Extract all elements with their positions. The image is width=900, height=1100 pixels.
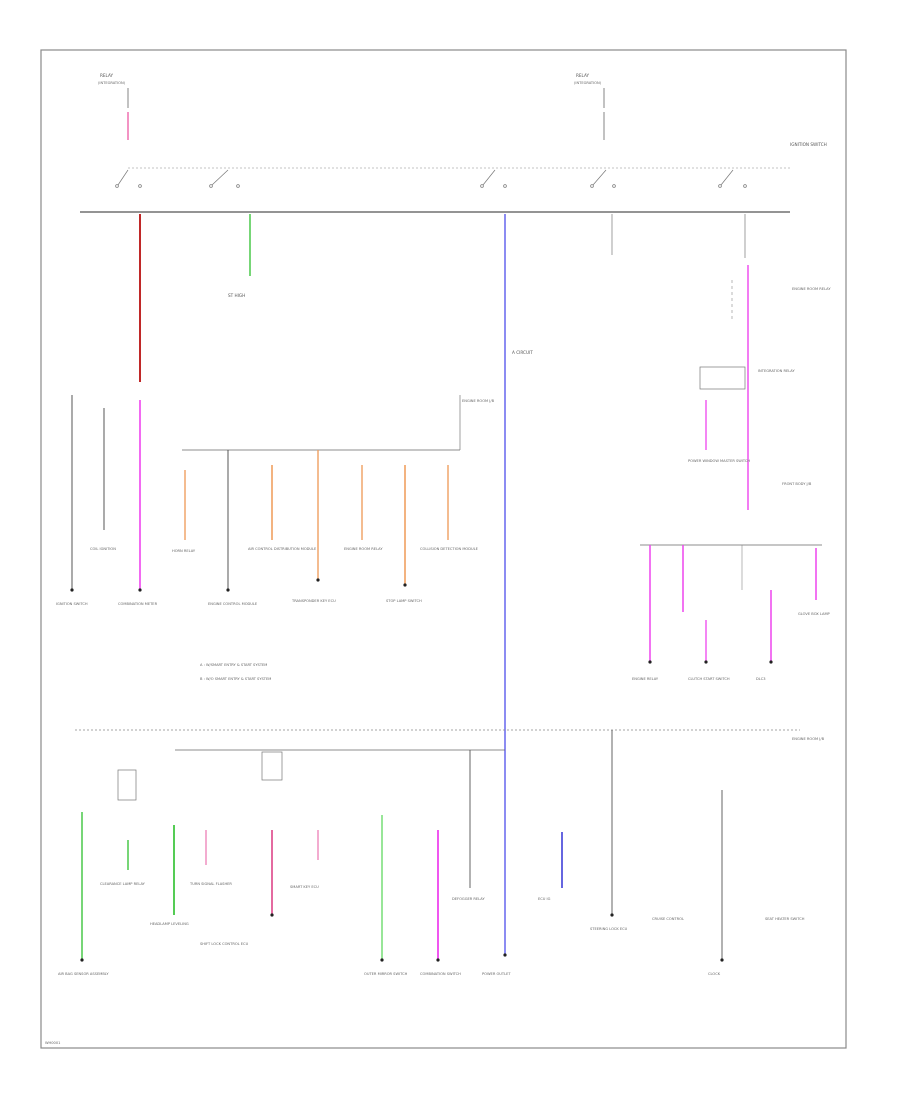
ignition-switch-label: IGNITION SWITCH <box>790 142 827 147</box>
bottom-load-1: CLEARANCE LAMP RELAY <box>100 882 146 886</box>
circuit-a-label: A CIRCUIT <box>512 350 533 355</box>
bottom-load-9: POWER OUTLET <box>482 972 511 976</box>
relay-left: RELAY (INTEGRATION) <box>98 73 129 140</box>
junction-right-top-label: ENGINE ROOM RELAY <box>792 287 831 291</box>
bottom-load-3: TURN SIGNAL FLASHER <box>189 882 232 886</box>
relay-left-sub: (INTEGRATION) <box>98 81 126 85</box>
legend-b: B : W/O SMART ENTRY & START SYSTEM <box>200 677 271 681</box>
junction-right-low-label: FRONT BODY J/B <box>782 482 812 486</box>
right-load-3: DLC3 <box>756 677 766 681</box>
bottom-load-5: SMART KEY ECU <box>290 885 319 889</box>
page-id: WH0001 <box>45 1041 60 1045</box>
bottom-load-14: SEAT HEATER SWITCH <box>765 917 805 921</box>
relay-right-sub: (INTEGRATION) <box>574 81 602 85</box>
left-load-labels: IGNITION SWITCH COIL IGNITION COMBINATIO… <box>56 547 479 606</box>
bottom-load-13: CLOCK <box>708 972 721 976</box>
bottom-load-4: SHIFT LOCK CONTROL ECU <box>200 942 249 946</box>
relay-right: RELAY (INTEGRATION) <box>574 73 605 140</box>
left-load-8: STOP LAMP SWITCH <box>386 599 422 603</box>
bottom-load-12: CRUISE CONTROL <box>652 917 684 921</box>
legend-a: A : W/SMART ENTRY & START SYSTEM <box>200 663 267 667</box>
right-load-2: CLUTCH START SWITCH <box>688 677 730 681</box>
bottom-load-labels: AIR BAG SENSOR ASSEMBLY CLEARANCE LAMP R… <box>58 882 805 976</box>
right-distribution: ENGINE ROOM RELAY INTEGRATION RELAY FRON… <box>640 265 831 662</box>
right-load-1: ENGINE RELAY <box>632 677 659 681</box>
right-load-labels: POWER WINDOW MASTER SWITCH ENGINE RELAY … <box>632 459 831 681</box>
left-load-4: ENGINE CONTROL MODULE <box>208 602 258 606</box>
bottom-load-2: HEADLAMP LEVELING <box>150 922 189 926</box>
diagram-frame <box>40 49 847 1049</box>
legend: A : W/SMART ENTRY & START SYSTEM B : W/O… <box>200 663 271 681</box>
left-load-7: ENGINE ROOM RELAY <box>344 547 383 551</box>
left-load-1: COIL IGNITION <box>90 547 116 551</box>
left-load-6: TRANSPONDER KEY ECU <box>291 599 336 603</box>
bottom-load-7: COMBINATION SWITCH <box>420 972 461 976</box>
switch-contacts <box>115 169 747 188</box>
relay-right-title: RELAY <box>576 73 590 78</box>
left-load-0: IGNITION SWITCH <box>56 602 88 606</box>
relay-left-title: RELAY <box>100 73 114 78</box>
left-load-3: HORN RELAY <box>172 549 196 553</box>
left-load-9: COLLISION DETECTION MODULE <box>420 547 479 551</box>
left-load-2: COMBINATION METER <box>118 602 158 606</box>
left-distribution: ENGINE ROOM J/B <box>71 395 495 590</box>
junction-left-label: ENGINE ROOM J/B <box>462 399 495 403</box>
bottom-wires <box>81 750 723 960</box>
bottom-load-6: OUTER MIRROR SWITCH <box>364 972 408 976</box>
junction-right-bottom-label: ENGINE ROOM J/B <box>792 737 825 741</box>
ground-symbols <box>70 578 773 962</box>
junction-right-mid-label: INTEGRATION RELAY <box>758 369 795 373</box>
right-load-4: GLOVE BOX LAMP <box>798 612 831 616</box>
bottom-load-8: DEFOGGER RELAY <box>452 897 485 901</box>
bottom-load-0: AIR BAG SENSOR ASSEMBLY <box>58 972 109 976</box>
right-load-0: POWER WINDOW MASTER SWITCH <box>688 459 750 463</box>
bottom-load-11: STEERING LOCK ECU <box>590 927 628 931</box>
st-high-label: ST HIGH <box>228 293 245 298</box>
left-load-5: AIR CONTROL DISTRIBUTION MODULE <box>248 547 317 551</box>
bottom-load-10: ECU IG <box>538 897 551 901</box>
